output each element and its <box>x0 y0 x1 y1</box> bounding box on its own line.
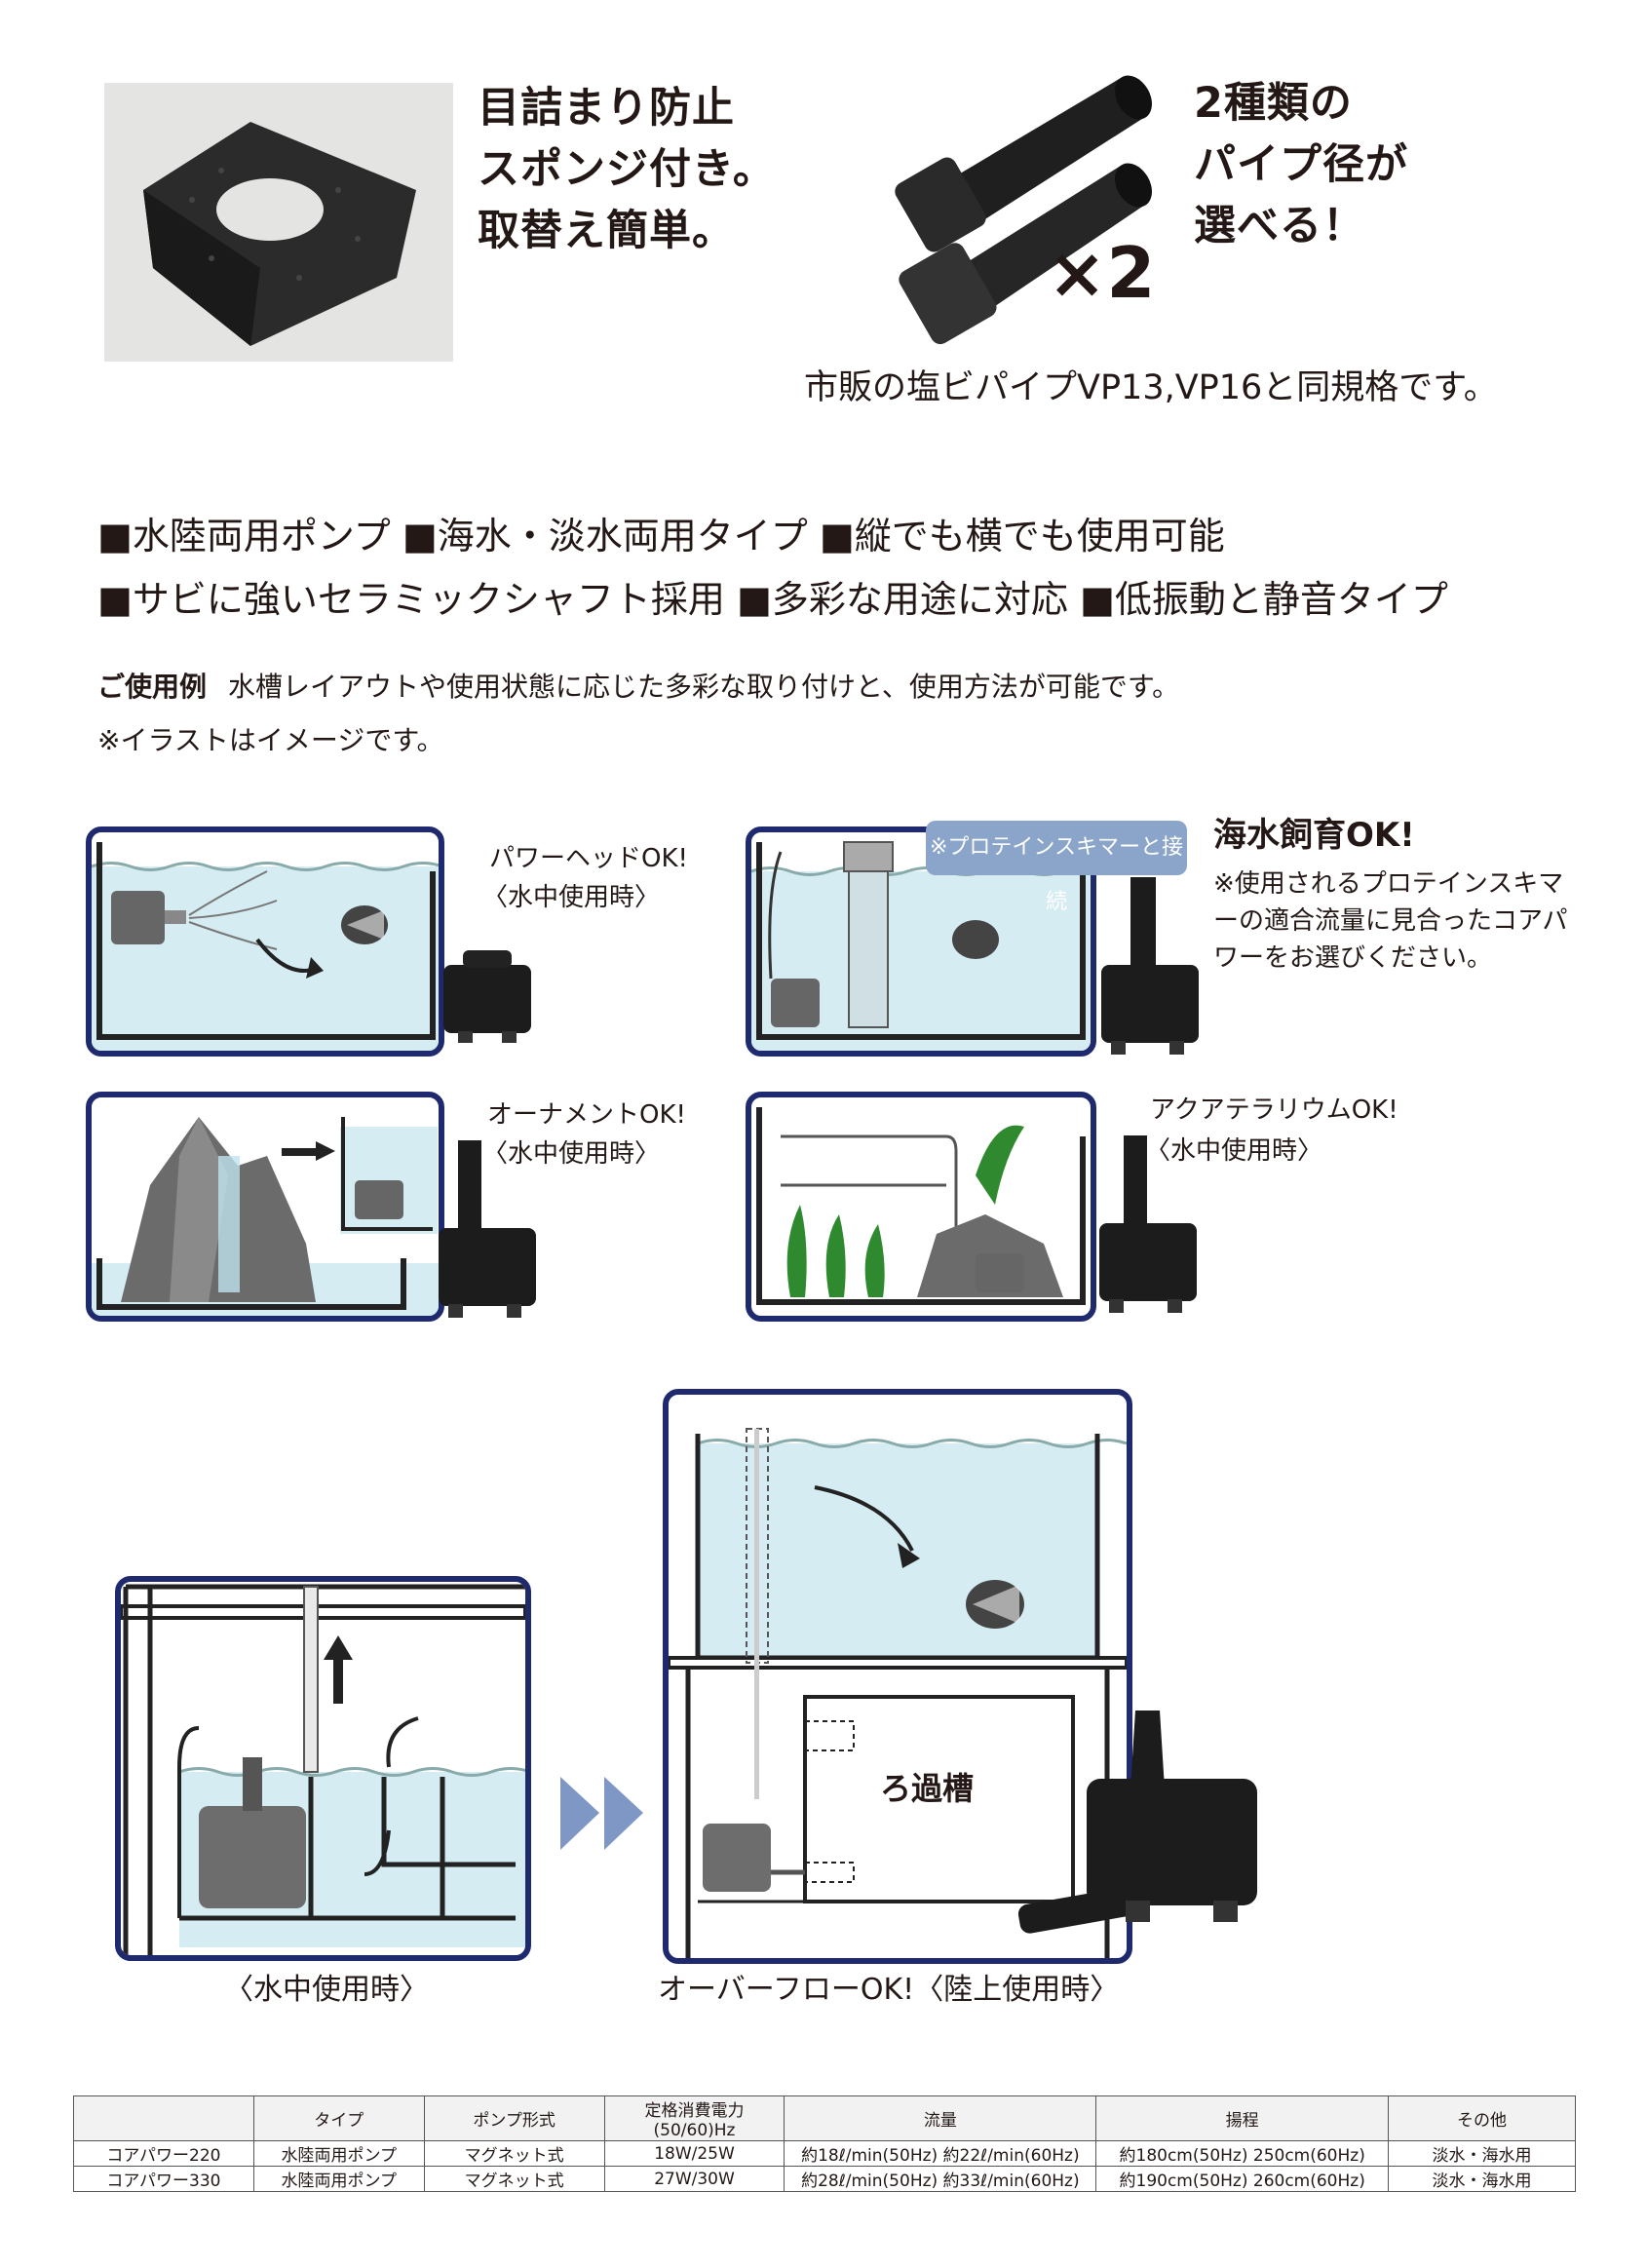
usage-heading: ご使用例 <box>97 671 208 703</box>
spec-cell-power: 27W/30W <box>603 2166 785 2192</box>
pipe-text: 2種類の パイプ径が 選べる！ <box>1194 73 1408 257</box>
pipe-line-1: 2種類の <box>1194 79 1353 128</box>
skimmer-note-3: ワーをお選びください。 <box>1213 943 1493 973</box>
skimmer-title: 海水飼育OK! <box>1213 816 1415 855</box>
skimmer-note: ※使用されるプロテインスキマ ーの適合流量に見合ったコアパ ワーをお選びください… <box>1213 865 1567 977</box>
aquaterrarium-sub: 〈水中使用時〉 <box>1145 1136 1323 1166</box>
spec-header-pump-format: ポンプ形式 <box>423 2095 605 2141</box>
spec-header-power: 定格消費電力(50/60)Hz <box>603 2095 785 2141</box>
pipe-photo <box>848 39 1169 361</box>
usage-line: ご使用例水槽レイアウトや使用状態に応じた多彩な取り付けと、使用方法が可能です。 <box>97 668 1179 707</box>
usage-note: ※イラストはイメージです。 <box>97 724 444 756</box>
spec-cell-flow: 約28ℓ/min(50Hz) 約33ℓ/min(60Hz) <box>784 2166 1097 2192</box>
sponge-line-1: 目詰まり防止 <box>478 84 735 133</box>
spec-cell-type: 水陸両用ポンプ <box>252 2140 425 2167</box>
pipe-note: 市販の塩ビパイプVP13,VP16と同規格です。 <box>804 368 1498 407</box>
overflow-pump <box>1017 1711 1286 1954</box>
table-row: コアパワー330 水陸両用ポンプ マグネット式 27W/30W 約28ℓ/min… <box>73 2166 1576 2192</box>
aquaterrarium-pump <box>1090 1135 1207 1321</box>
powerhead-panel <box>86 826 444 1057</box>
spec-header-type: タイプ <box>252 2095 425 2141</box>
spec-cell-model: コアパワー220 <box>73 2140 254 2167</box>
spec-cell-power: 18W/25W <box>603 2140 785 2167</box>
ornament-sub: 〈水中使用時〉 <box>482 1139 661 1169</box>
spec-header-model <box>73 2095 254 2141</box>
usage-text: 水槽レイアウトや使用状態に応じた多彩な取り付けと、使用方法が可能です。 <box>228 671 1180 703</box>
sponge-text: 目詰まり防止 スポンジ付き。 取替え簡単。 <box>478 78 776 262</box>
spec-cell-pump-format: マグネット式 <box>423 2140 605 2167</box>
sponge-line-3: 取替え簡単。 <box>478 207 735 255</box>
spec-cell-type: 水陸両用ポンプ <box>252 2166 425 2192</box>
spec-cell-model: コアパワー330 <box>73 2166 254 2192</box>
features-line-1: ■水陸両用ポンプ ■海水・淡水両用タイプ ■縦でも横でも使用可能 <box>97 515 1225 557</box>
spec-cell-other: 淡水・海水用 <box>1388 2166 1576 2192</box>
skimmer-note-1: ※使用されるプロテインスキマ <box>1213 869 1564 899</box>
powerhead-pump <box>434 945 541 1053</box>
sponge-line-2: スポンジ付き。 <box>478 145 776 194</box>
powerhead-title: パワーヘッドOK! <box>489 844 688 873</box>
skimmer-callout-text: ※プロテインスキマーと接続 <box>930 835 1183 914</box>
powerhead-sub: 〈水中使用時〉 <box>482 883 661 912</box>
skimmer-panel <box>746 826 1096 1057</box>
spec-header-flow: 流量 <box>784 2095 1097 2141</box>
underwater-caption: 〈水中使用時〉 <box>224 1973 429 2007</box>
spec-header-row: タイプ ポンプ形式 定格消費電力(50/60)Hz 流量 揚程 その他 <box>73 2095 1576 2141</box>
spec-cell-pump-format: マグネット式 <box>423 2166 605 2192</box>
overflow-caption: オーバーフローOK!〈陸上使用時〉 <box>658 1973 1120 2007</box>
spec-cell-other: 淡水・海水用 <box>1388 2140 1576 2167</box>
aquaterrarium-panel <box>746 1092 1096 1322</box>
sponge-photo <box>104 83 453 362</box>
ornament-title: オーナメントOK! <box>487 1100 686 1130</box>
overflow-panel <box>663 1389 1132 1964</box>
spec-cell-head: 約190cm(50Hz) 260cm(60Hz) <box>1095 2166 1390 2192</box>
spec-cell-head: 約180cm(50Hz) 250cm(60Hz) <box>1095 2140 1390 2167</box>
skimmer-note-2: ーの適合流量に見合ったコアパ <box>1213 906 1568 936</box>
table-row: コアパワー220 水陸両用ポンプ マグネット式 18W/25W 約18ℓ/min… <box>73 2140 1576 2167</box>
pipe-multiplier: ×2 <box>1048 232 1156 314</box>
spec-header-other: その他 <box>1388 2095 1576 2141</box>
filter-tank-label: ろ過槽 <box>880 1770 975 1807</box>
chevron-right-icon <box>560 1777 653 1850</box>
spec-table: タイプ ポンプ形式 定格消費電力(50/60)Hz 流量 揚程 その他 コアパワ… <box>73 2095 1576 2192</box>
spec-cell-flow: 約18ℓ/min(50Hz) 約22ℓ/min(60Hz) <box>784 2140 1097 2167</box>
spec-header-head: 揚程 <box>1095 2095 1390 2141</box>
pipe-line-3: 選べる！ <box>1194 202 1365 250</box>
underwater-panel <box>115 1576 531 1961</box>
pipe-line-2: パイプ径が <box>1194 140 1408 189</box>
ornament-panel <box>86 1092 444 1322</box>
ornament-pump <box>434 1140 551 1326</box>
skimmer-pump <box>1092 877 1208 1062</box>
features-line-2: ■サビに強いセラミックシャフト採用 ■多彩な用途に対応 ■低振動と静音タイプ <box>97 578 1448 621</box>
skimmer-callout: ※プロテインスキマーと接続 <box>926 821 1187 914</box>
aquaterrarium-title: アクアテラリウムOK! <box>1150 1096 1398 1125</box>
